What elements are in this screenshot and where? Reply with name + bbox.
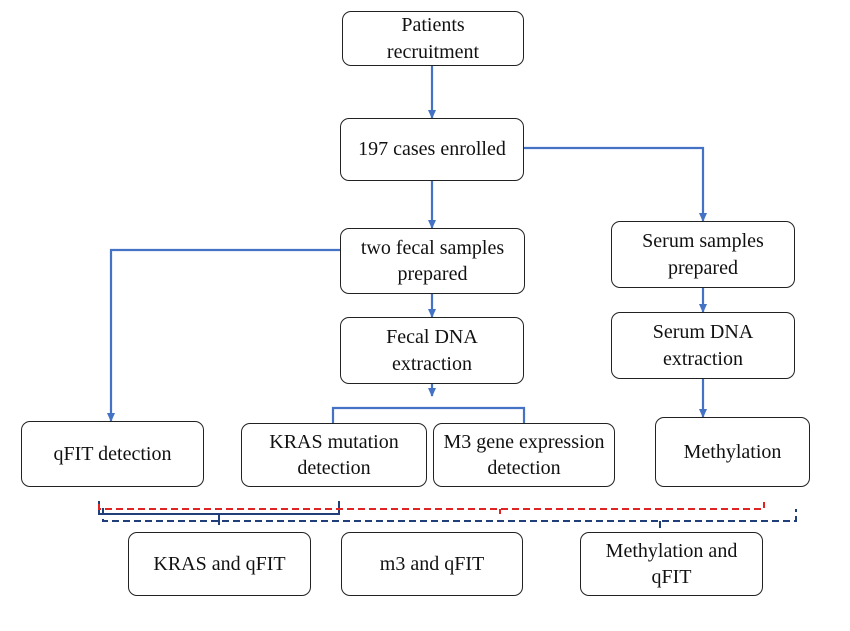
node-cases-enrolled: 197 cases enrolled xyxy=(340,118,524,181)
split-bracket-kras-m3 xyxy=(331,406,526,423)
node-label-line: KRAS and qFIT xyxy=(153,552,286,575)
node-label-line: two fecal samples xyxy=(360,236,505,259)
node-methylation-and-qfit: Methylation and qFIT xyxy=(580,532,763,596)
node-label-line: Fecal DNA xyxy=(386,326,478,349)
node-label-line: KRAS mutation xyxy=(269,430,399,453)
node-label-line: Methylation xyxy=(683,440,782,463)
bracket-methylation-and-qfit xyxy=(102,508,797,531)
node-label-line: prepared xyxy=(397,263,468,285)
node-patients-recruitment: Patients recruitment xyxy=(342,11,524,66)
node-label-line: M3 gene expression xyxy=(443,430,605,453)
node-label-line: qFIT detection xyxy=(53,442,172,465)
bracket-m3-and-qfit xyxy=(98,502,765,514)
node-label-line: Serum samples xyxy=(642,230,764,253)
node-qfit-detection: qFIT detection xyxy=(21,421,204,487)
node-label-line: detection xyxy=(297,457,371,479)
node-label-line: prepared xyxy=(668,256,738,279)
node-serum-dna-extraction: Serum DNA extraction xyxy=(611,312,795,379)
node-label-line: extraction xyxy=(663,347,743,370)
node-fecal-samples-prepared: two fecal samples prepared xyxy=(340,228,525,294)
node-kras-and-qfit: KRAS and qFIT xyxy=(128,532,311,596)
node-label-line: m3 and qFIT xyxy=(379,552,485,575)
node-label-line: qFIT xyxy=(651,566,692,588)
node-m3-gene-expression-detection: M3 gene expression detection xyxy=(433,423,615,487)
node-label-line: Serum DNA xyxy=(652,321,754,344)
node-label-line: extraction xyxy=(392,352,472,375)
node-label-line: Patients xyxy=(401,14,465,37)
node-m3-and-qfit: m3 and qFIT xyxy=(341,532,523,596)
edge-enrolled-to-serum-samples xyxy=(524,146,707,222)
node-methylation: Methylation xyxy=(655,417,810,487)
edge-fecal-samples-to-qfit xyxy=(107,248,340,422)
node-kras-mutation-detection: KRAS mutation detection xyxy=(241,423,427,487)
node-serum-samples-prepared: Serum samples prepared xyxy=(611,221,795,288)
node-label-line: detection xyxy=(487,457,561,479)
node-fecal-dna-extraction: Fecal DNA extraction xyxy=(340,317,524,384)
node-label-line: 197 cases enrolled xyxy=(358,138,506,161)
node-label-line: recruitment xyxy=(386,40,480,63)
node-label-line: Methylation and xyxy=(605,539,738,562)
